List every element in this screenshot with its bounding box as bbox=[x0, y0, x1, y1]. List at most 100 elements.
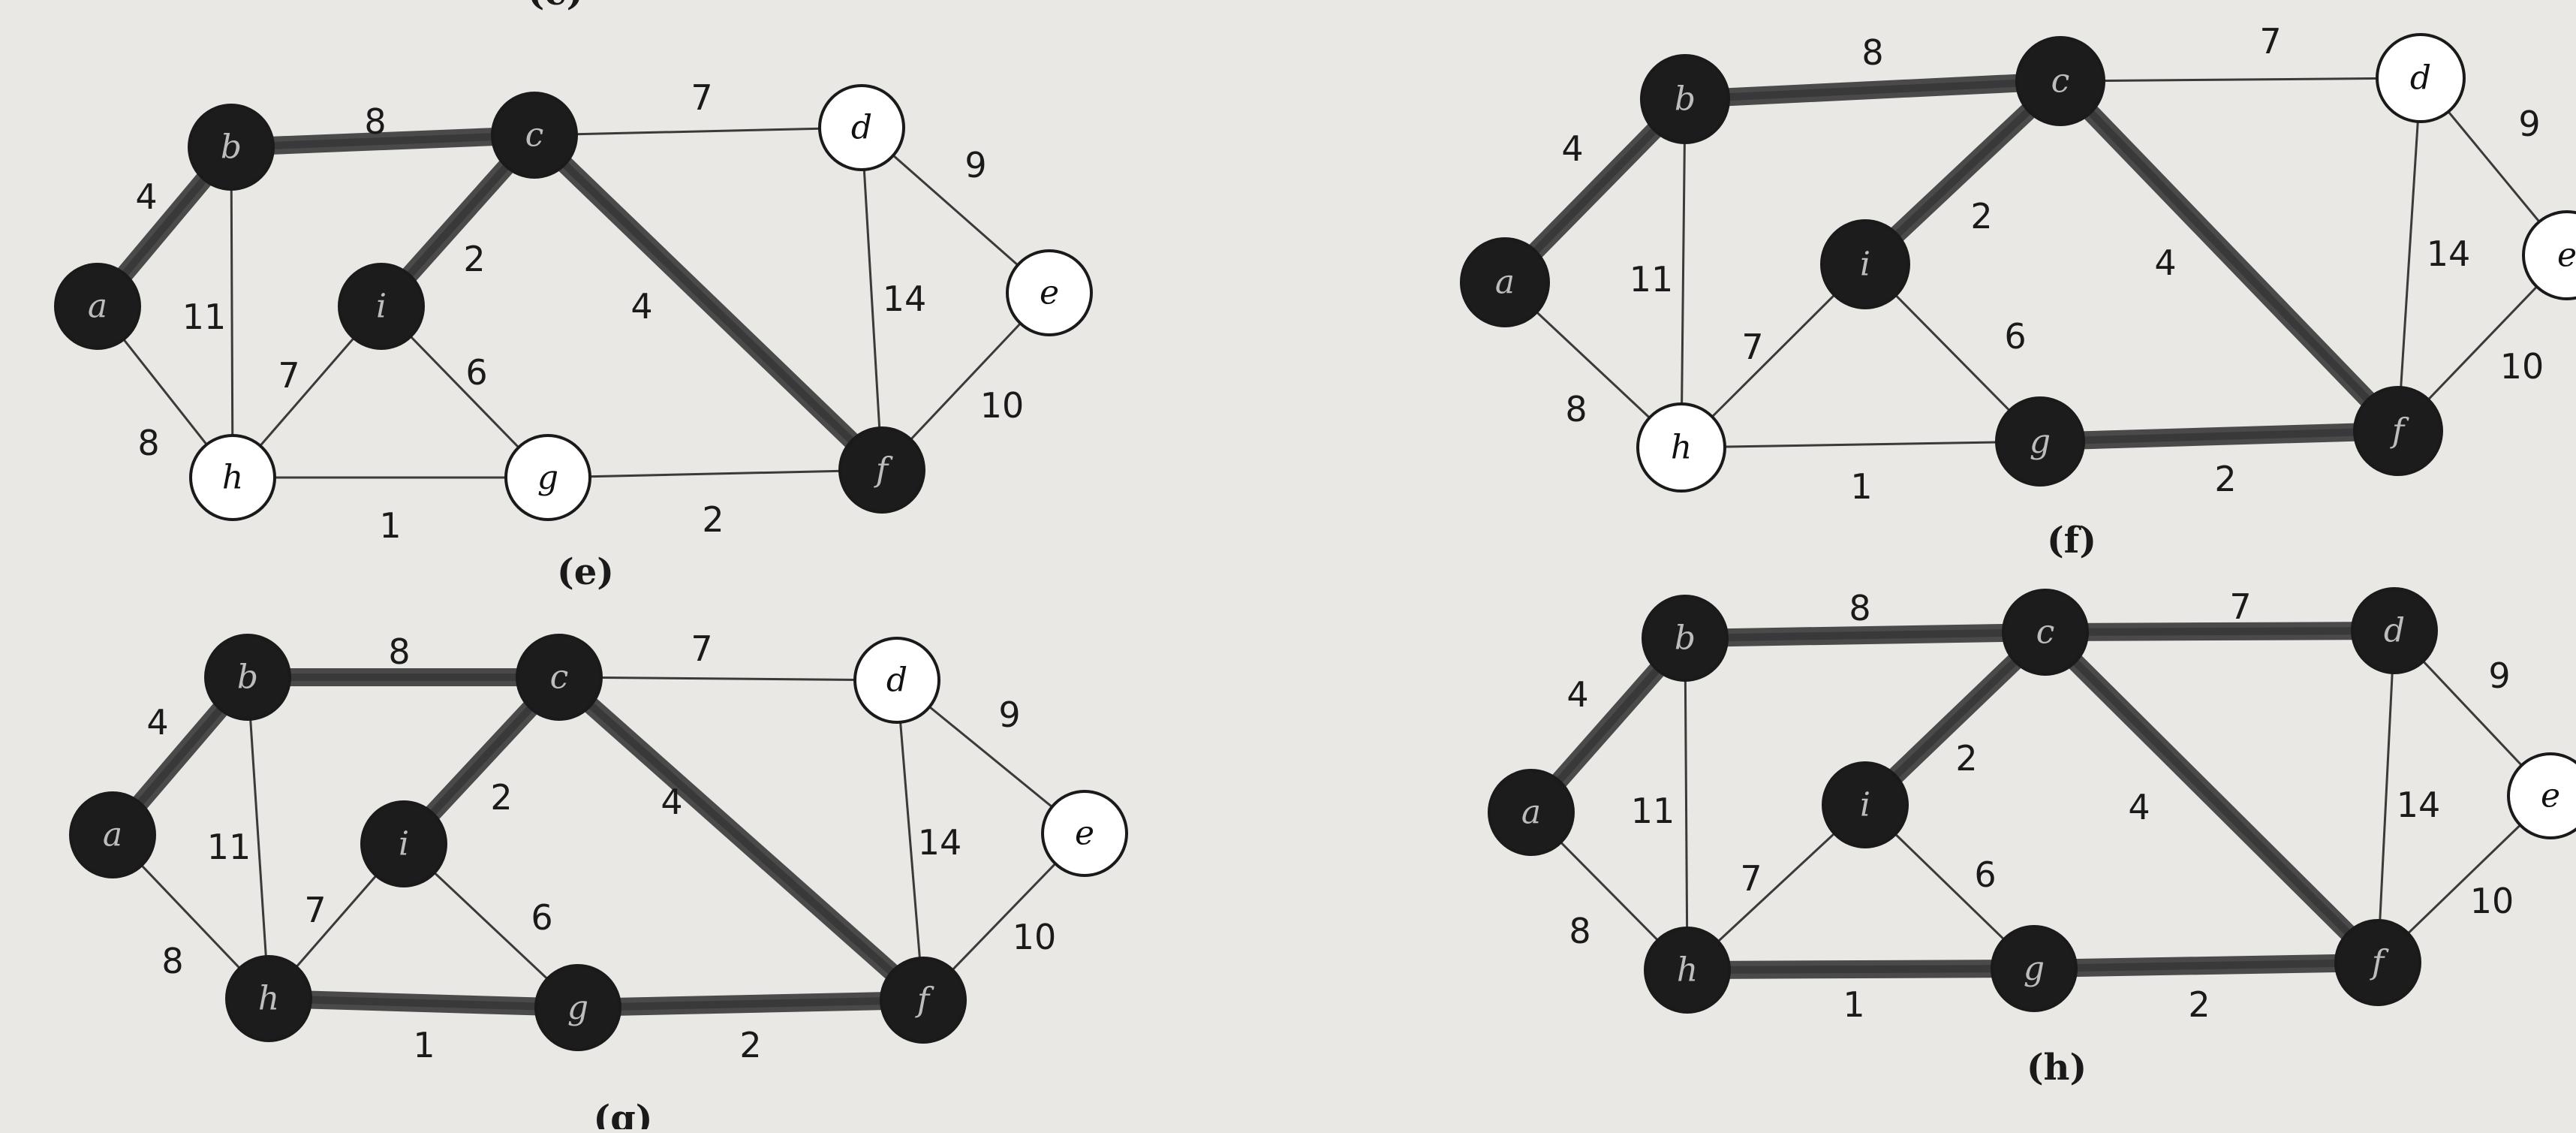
panel-caption-h: (h) bbox=[2027, 1047, 2087, 1089]
node-a bbox=[69, 791, 156, 878]
node-label-c: c bbox=[525, 116, 544, 155]
node-b bbox=[1642, 595, 1729, 682]
node-e bbox=[2522, 210, 2576, 300]
edge-weight-d-f: 14 bbox=[2397, 785, 2441, 825]
node-label-g: g bbox=[2024, 950, 2045, 988]
node-f bbox=[2334, 919, 2421, 1006]
node-c bbox=[2002, 589, 2089, 676]
edge-d-f bbox=[2397, 77, 2422, 432]
node-label-e: e bbox=[1075, 815, 1094, 853]
node-g bbox=[504, 434, 591, 521]
node-label-b: b bbox=[221, 128, 242, 167]
node-label-b: b bbox=[237, 658, 258, 697]
edge-weight-i-g: 6 bbox=[531, 897, 552, 938]
node-label-a: a bbox=[103, 816, 122, 854]
node-label-g: g bbox=[537, 459, 558, 497]
mst-edge-core-b-c bbox=[227, 131, 538, 151]
edge-weight-i-g: 6 bbox=[465, 352, 487, 393]
panel-caption-g: (g) bbox=[594, 1098, 653, 1129]
edge-c-d bbox=[558, 676, 898, 682]
node-label-a: a bbox=[88, 288, 107, 326]
node-i bbox=[1820, 219, 1910, 309]
node-a bbox=[54, 263, 141, 350]
node-label-g: g bbox=[2030, 423, 2051, 461]
edge-b-h bbox=[230, 146, 234, 478]
edge-weight-d-e: 9 bbox=[2488, 655, 2510, 696]
edge-weight-c-i: 2 bbox=[1955, 738, 1977, 779]
node-e bbox=[2507, 752, 2576, 839]
edge-weight-i-h: 7 bbox=[1740, 858, 1762, 899]
edge-weight-e-f: 10 bbox=[980, 385, 1025, 426]
edge-weight-a-b: 4 bbox=[146, 702, 168, 743]
node-label-g: g bbox=[567, 989, 588, 1027]
node-label-d: d bbox=[851, 109, 872, 147]
edge-b-h bbox=[1680, 98, 1687, 448]
node-label-d: d bbox=[2410, 59, 2431, 98]
edge-d-f bbox=[2376, 630, 2396, 963]
edge-weight-g-f: 2 bbox=[739, 1025, 761, 1065]
mst-edge-core-c-f bbox=[2057, 77, 2402, 435]
mst-edge-core-b-c bbox=[1681, 628, 2049, 642]
node-label-c: c bbox=[550, 658, 569, 697]
node-label-e: e bbox=[1040, 274, 1059, 312]
edge-weight-d-e: 9 bbox=[998, 695, 1020, 735]
node-b bbox=[188, 104, 275, 191]
node-a bbox=[1460, 237, 1550, 327]
node-label-c: c bbox=[2051, 62, 2070, 101]
node-label-h: h bbox=[1677, 951, 1698, 990]
node-i bbox=[360, 800, 447, 887]
edge-weight-h-g: 1 bbox=[413, 1025, 435, 1065]
node-label-d: d bbox=[2384, 612, 2405, 650]
edge-weight-c-f: 4 bbox=[661, 782, 682, 822]
node-h bbox=[1636, 402, 1726, 493]
edge-c-d bbox=[534, 126, 862, 137]
edge-weight-b-c: 8 bbox=[1861, 32, 1883, 73]
mst-edge-core-g-f bbox=[2036, 427, 2402, 445]
node-label-d: d bbox=[886, 661, 907, 700]
edge-weight-c-f: 4 bbox=[2128, 787, 2150, 827]
node-label-b: b bbox=[1675, 80, 1696, 119]
edge-weight-a-h: 8 bbox=[1565, 389, 1587, 429]
edge-weight-d-e: 9 bbox=[2518, 104, 2540, 144]
node-label-a: a bbox=[1495, 264, 1515, 302]
node-g bbox=[1995, 396, 2085, 487]
edge-weight-a-b: 4 bbox=[135, 176, 157, 217]
node-f bbox=[838, 426, 925, 514]
edge-weight-d-f: 14 bbox=[918, 822, 962, 863]
edge-weight-h-g: 1 bbox=[379, 505, 401, 546]
edge-weight-g-f: 2 bbox=[2214, 459, 2236, 499]
mst-edge-core-g-f bbox=[2030, 959, 2382, 972]
node-c bbox=[2015, 36, 2105, 126]
edge-weight-d-e: 9 bbox=[964, 145, 986, 185]
node-label-e: e bbox=[2557, 237, 2576, 275]
node-label-e: e bbox=[2541, 777, 2560, 815]
edge-weight-c-f: 4 bbox=[2154, 243, 2176, 283]
node-label-h: h bbox=[222, 459, 243, 497]
node-d bbox=[2376, 33, 2466, 123]
edge-d-f bbox=[895, 679, 925, 1001]
node-label-i: i bbox=[399, 825, 409, 863]
edge-weight-c-d: 7 bbox=[2259, 21, 2281, 62]
node-h bbox=[225, 955, 312, 1042]
panel-caption-f: (f) bbox=[2047, 520, 2096, 562]
edge-weight-c-i: 2 bbox=[490, 777, 512, 818]
node-c bbox=[516, 634, 603, 721]
mst-edge-core-g-f bbox=[574, 996, 927, 1011]
edge-weight-b-h: 11 bbox=[1631, 791, 1675, 831]
edge-weight-b-c: 8 bbox=[364, 101, 386, 142]
edge-weight-a-b: 4 bbox=[1561, 128, 1583, 169]
node-e bbox=[1041, 790, 1128, 877]
node-d bbox=[2351, 587, 2438, 674]
edge-weight-b-c: 8 bbox=[388, 631, 410, 672]
edge-weight-d-f: 14 bbox=[2427, 234, 2471, 274]
node-b bbox=[204, 634, 291, 721]
edge-weight-g-f: 2 bbox=[2188, 984, 2210, 1025]
edge-weight-i-g: 6 bbox=[1974, 854, 1996, 895]
mst-edge-core-b-c bbox=[1681, 77, 2064, 103]
